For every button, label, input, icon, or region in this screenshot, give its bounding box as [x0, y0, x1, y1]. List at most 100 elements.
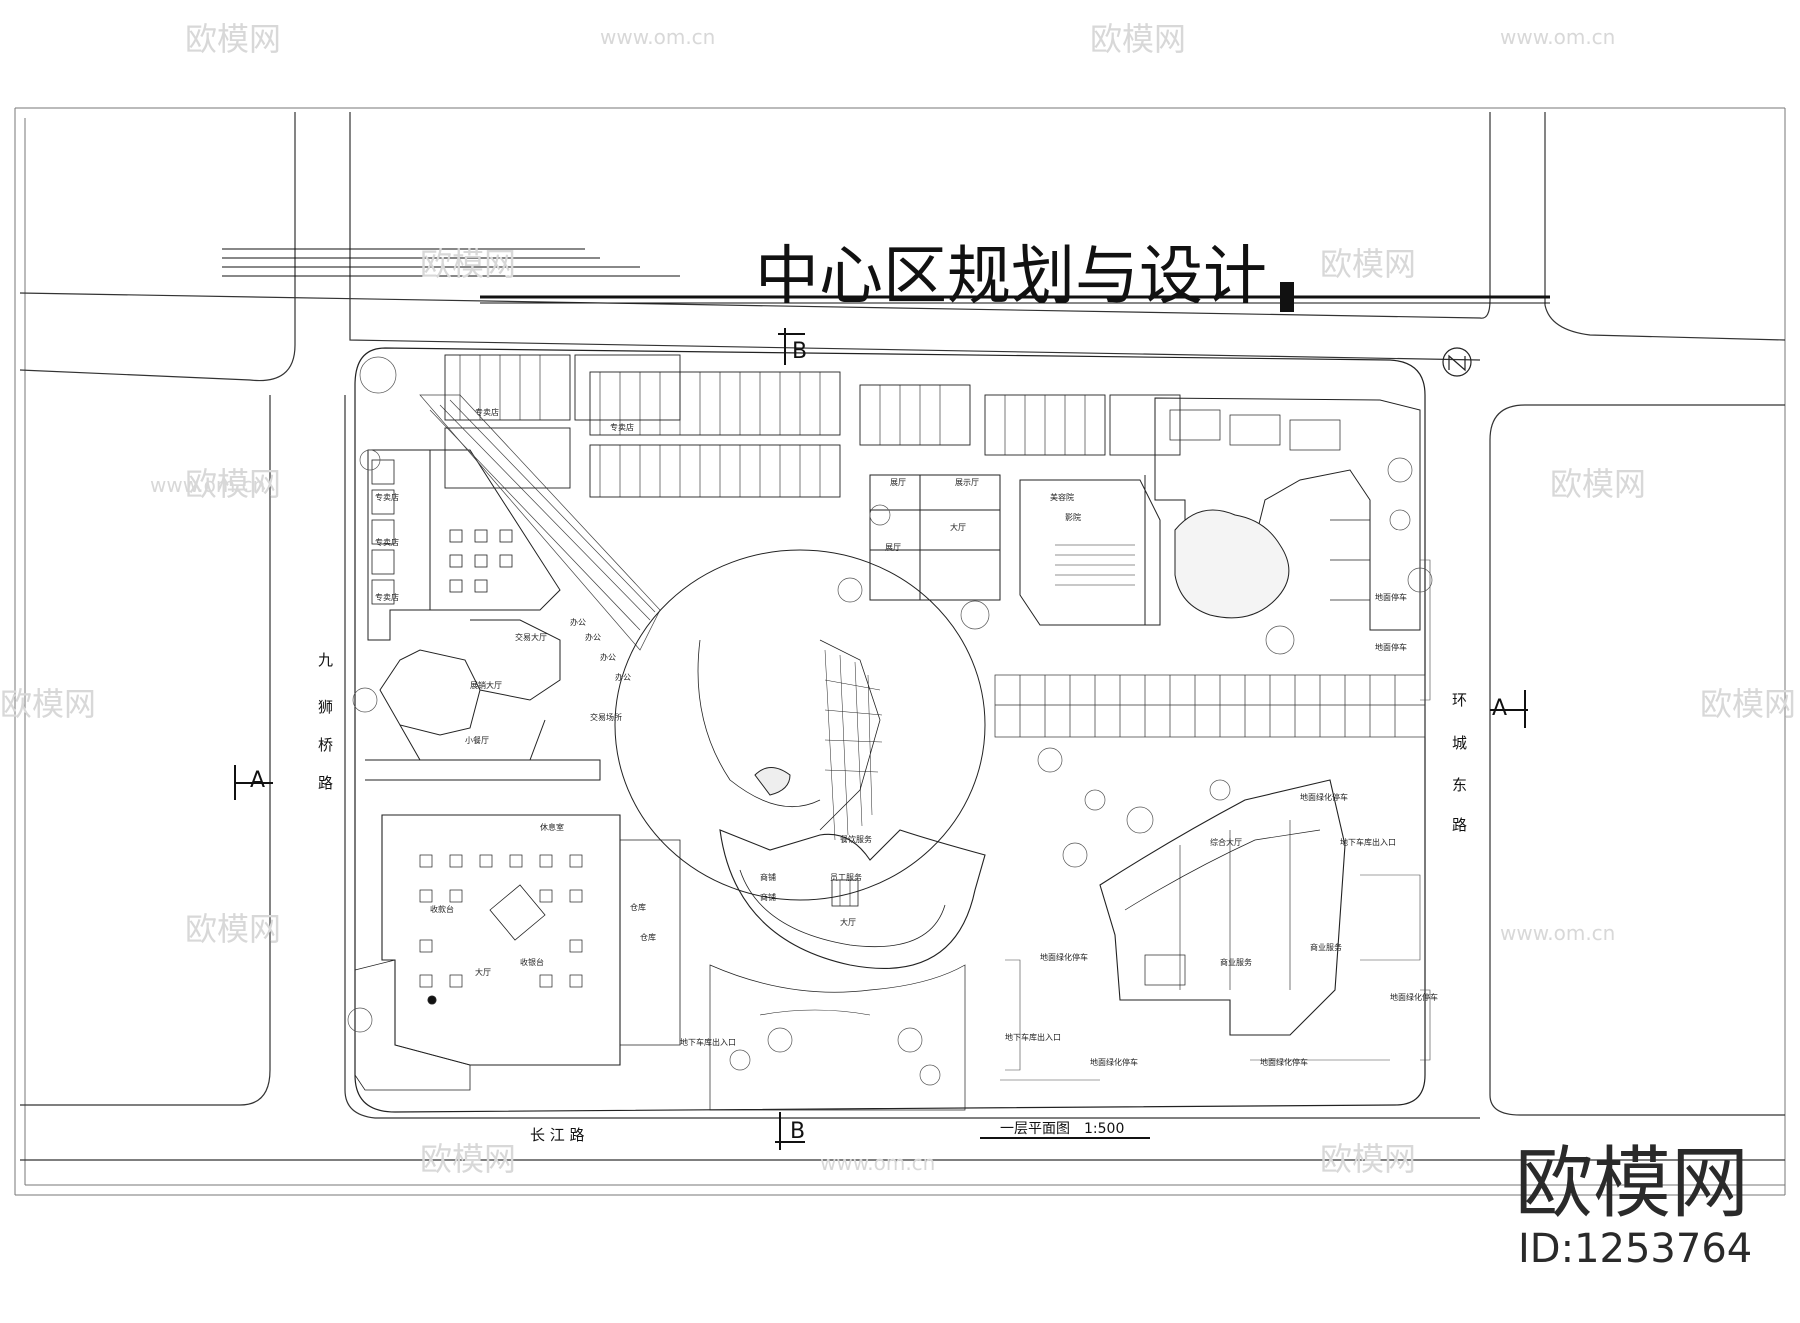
room-label: 商铺: [760, 892, 776, 902]
sheet-frame: [14, 107, 1786, 1196]
room-label: 大厅: [950, 522, 966, 532]
road-label-east: 环 城 东 路: [1452, 691, 1467, 834]
parking-strips: [1000, 559, 1431, 1081]
room-label: 商铺: [760, 872, 776, 882]
north-arrow-icon: [1442, 347, 1472, 377]
watermark-logo: 欧模网: [185, 910, 281, 948]
room-label: 地面绿化停车: [1260, 1057, 1308, 1067]
room-label: 专卖店: [375, 592, 399, 602]
watermark-layer: 欧模网 欧模网 欧模网 欧模网 欧模网 欧模网 欧模网 欧模网 欧模网 欧模网 …: [0, 20, 1796, 1178]
nw-building: [365, 449, 601, 781]
drawing-subtitle: 一层平面图 1:500: [1000, 1121, 1124, 1137]
watermark-url: www.om.cn: [1500, 25, 1615, 49]
room-label: 大厅: [840, 917, 856, 927]
room-labels: 专卖店专卖店专卖店专卖店专卖店办公办公办公办公交易大厅展销大厅小餐厅交易场所仓库…: [375, 407, 1438, 1067]
central-plaza: [614, 549, 986, 901]
watermark-logo: 欧模网: [420, 1140, 516, 1178]
room-label: 地面绿化停车: [1040, 952, 1088, 962]
room-label: 收款台: [430, 904, 454, 914]
watermark-logo: 欧模网: [1090, 20, 1186, 58]
section-markers: [234, 328, 1528, 1150]
road-char: 城: [1452, 734, 1467, 752]
watermark-url: www.om.cn: [820, 1151, 935, 1175]
watermark-logo: 欧模网: [185, 20, 281, 58]
watermark-logo: 欧模网: [1320, 245, 1416, 283]
room-label: 地下车库出入口: [1005, 1032, 1061, 1042]
room-label: 地下车库出入口: [680, 1037, 736, 1047]
road-char: 九: [318, 651, 333, 669]
road-char: 路: [318, 774, 333, 792]
section-label-b-north: B: [792, 339, 807, 364]
watermark-url: www.om.cn: [600, 25, 715, 49]
room-label: 美容院: [1050, 492, 1074, 502]
room-label: 综合大厅: [1210, 837, 1242, 847]
room-label: 办公: [615, 672, 631, 682]
room-label: 专卖店: [375, 537, 399, 547]
room-label: 专卖店: [375, 492, 399, 502]
room-label: 仓库: [630, 902, 646, 912]
room-label: 办公: [585, 632, 601, 642]
room-label: 仓库: [640, 932, 656, 942]
road-char: 环: [1452, 691, 1467, 709]
room-label: 小餐厅: [465, 736, 489, 745]
room-label: 地下车库出入口: [1340, 837, 1396, 847]
section-label-a-east: A: [1492, 696, 1507, 721]
brand-watermark: 欧模网: [1515, 1139, 1749, 1229]
room-label: 展销大厅: [470, 680, 502, 690]
diagonal-arcade: [419, 394, 661, 651]
watermark-url: www.om.cn: [150, 473, 265, 497]
road-char: 狮: [318, 698, 333, 716]
road-char: 桥: [318, 736, 333, 754]
central-north-building: [869, 474, 1161, 626]
room-label: 展示厅: [955, 478, 979, 487]
room-label: 专卖店: [610, 422, 634, 432]
section-label-b-south: B: [790, 1119, 805, 1144]
room-label: 地面绿化停车: [1300, 792, 1348, 802]
ne-building: [1154, 397, 1421, 631]
watermark-logo: 欧模网: [420, 245, 516, 283]
road-label-south: 长 江 路: [530, 1126, 585, 1144]
room-label: 大厅: [475, 967, 491, 977]
road-label-west: 九 狮 桥 路: [318, 651, 333, 792]
room-label: 员工服务: [830, 872, 862, 882]
road-network: [19, 112, 1786, 1161]
road-char: 东: [1452, 776, 1467, 794]
title-block: 中心区规划与设计: [222, 240, 1550, 314]
watermark-logo: 欧模网: [1550, 465, 1646, 503]
room-label: 商业服务: [1220, 957, 1252, 967]
room-label: 休息室: [540, 822, 564, 832]
watermark-logo: 欧模网: [1320, 1140, 1416, 1178]
room-label: 交易场所: [590, 712, 622, 722]
room-label: 办公: [570, 617, 586, 627]
room-label: 展厅: [890, 478, 906, 487]
landscape-trees: [347, 356, 1433, 1086]
room-label: 收银台: [520, 957, 544, 967]
site-boundary: [354, 347, 1426, 1113]
page-title: 中心区规划与设计: [755, 240, 1267, 314]
brand-id: ID:1253764: [1518, 1226, 1752, 1272]
room-label: 影院: [1065, 512, 1081, 522]
south-center-building: [709, 829, 986, 1111]
room-label: 展厅: [885, 543, 901, 552]
north-shop-blocks: [444, 354, 1181, 498]
sw-building: [354, 814, 681, 1091]
room-label: 交易大厅: [515, 632, 547, 642]
room-label: 餐饮服务: [840, 834, 872, 844]
road-char: 路: [1452, 816, 1467, 834]
watermark-url: www.om.cn: [1500, 921, 1615, 945]
room-label: 办公: [600, 652, 616, 662]
room-label: 地面停车: [1375, 642, 1407, 652]
watermark-logo: 欧模网: [185, 465, 281, 503]
room-label: 专卖店: [475, 407, 499, 417]
se-building: [1099, 779, 1346, 1036]
room-label: 地面停车: [1375, 592, 1407, 602]
room-label: 地面绿化停车: [1090, 1057, 1138, 1067]
watermark-logo: 欧模网: [1700, 685, 1796, 723]
section-label-a-west: A: [250, 768, 265, 793]
room-label: 地面绿化停车: [1390, 992, 1438, 1002]
pond: [1174, 509, 1290, 619]
pergola-band: [994, 674, 1426, 738]
room-label: 商业服务: [1310, 942, 1342, 952]
watermark-logo: 欧模网: [0, 685, 96, 723]
